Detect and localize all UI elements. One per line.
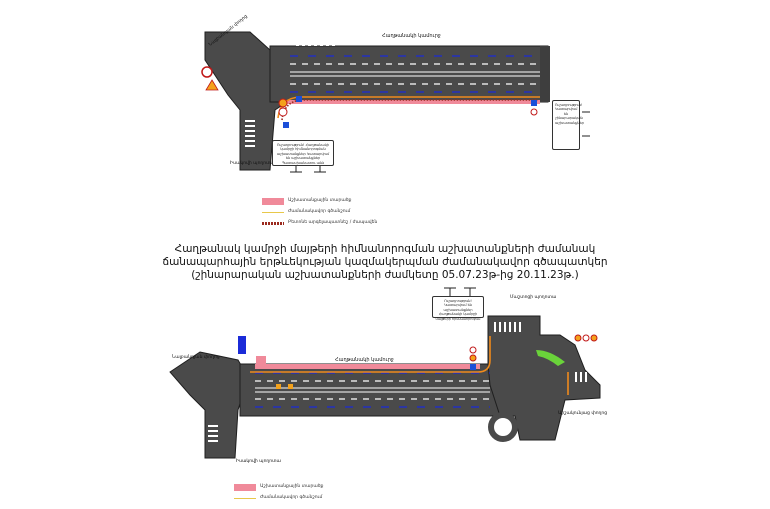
- bottom-street-lower-left: Իսակովի պողոտա: [236, 458, 281, 464]
- legend-swatch-area: [262, 198, 284, 205]
- legend-label: Աշխատանքային տարածք: [288, 198, 352, 203]
- legend-label: Աշխատանքային տարածք: [260, 484, 324, 489]
- top-note-posts: [290, 111, 590, 173]
- bottom-lane-markings: [255, 372, 490, 408]
- legend-swatch-dots: [262, 222, 284, 225]
- top-crosswalk-upper: [296, 38, 335, 46]
- title-line-3: (շինարարական աշխատանքների ժամկետը 05.07.…: [191, 269, 579, 281]
- bottom-street-upper-right: Մաշտոցի պողոտա: [510, 294, 556, 300]
- bottom-work-area: [255, 364, 480, 369]
- top-lane-markings: [290, 55, 540, 93]
- legend-swatch-area: [234, 484, 256, 491]
- bottom-green-island: [536, 350, 565, 366]
- legend-top-item-area: Աշխատանքային տարածք: [262, 198, 432, 208]
- bottom-loop-ramp: [488, 412, 518, 442]
- bottom-note-posts: [444, 287, 476, 296]
- top-bridge-deck: [269, 45, 549, 103]
- legend-bottom-item-line: Ժամանակավոր գծանշում: [234, 495, 404, 505]
- legend-swatch-line: [234, 498, 256, 499]
- legend-top-item-dots: Բետոնե արգելապատնեշ / ժապավեն: [262, 220, 432, 230]
- bottom-left-junction: [169, 351, 246, 459]
- legend-bottom-item-area: Աշխատանքային տարածք: [234, 484, 404, 494]
- top-street-lower-left: Իսակովի պողոտա: [230, 160, 275, 166]
- bottom-bridge-label: Հաղթանակի կամուրջ: [335, 357, 394, 363]
- top-signs-left: [201, 66, 302, 128]
- legend-top-item-line: Ժամանակավոր գծանշում: [262, 209, 432, 219]
- top-signs-right: [530, 100, 538, 116]
- bottom-right-junction: [487, 315, 601, 441]
- top-work-area: [283, 100, 540, 104]
- bottom-signs: [238, 334, 598, 389]
- bottom-note-top: Ուշադրություն! Կատարվում են աշխատանքներ …: [432, 296, 484, 321]
- bottom-street-lower-right: Արշակունյաց փողոց: [558, 410, 607, 416]
- legend-swatch-line: [262, 212, 284, 213]
- scheme-title: Հաղթանակ կամրջի մայթերի հիմնանորոգման աշ…: [150, 243, 620, 282]
- top-plan: Հաղթանակի կամուրջ Նալբանդյան փողոց Իսակո…: [201, 13, 590, 173]
- legend-label: Բետոնե արգելապատնեշ / ժապավեն: [288, 220, 378, 225]
- bottom-street-upper-left: Նալբանդյան փողոց: [172, 354, 220, 360]
- top-note-right: Ուշադրություն! Կատարվում են շինարարական …: [552, 100, 584, 150]
- title-line-1: Հաղթանակ կամրջի մայթերի հիմնանորոգման աշ…: [174, 243, 596, 255]
- legend-top: Աշխատանքային տարածք Ժամանակավոր գծանշում…: [262, 198, 442, 234]
- legend-label: Ժամանակավոր գծանշում: [288, 209, 351, 214]
- title-line-2: ճանապարհային երթևեկության կազմակերպման ժ…: [162, 256, 608, 268]
- bottom-crosswalks: [208, 322, 587, 442]
- legend-label: Ժամանակավոր գծանշում: [260, 495, 323, 500]
- bottom-orange-line: [250, 336, 491, 373]
- top-crosswalk-left: [245, 120, 255, 147]
- top-bridge-end: [540, 46, 550, 102]
- bottom-work-area-box: [256, 356, 266, 366]
- top-bridge-label: Հաղթանակի կամուրջ: [382, 33, 441, 39]
- top-note-left: Ուշադրություն! Հաղթանակի կամրջի հիմնանոր…: [272, 140, 334, 166]
- bottom-plan: Հաղթանակի կամուրջ Նալբանդյան փողոց Իսակո…: [169, 287, 607, 464]
- legend-bottom: Աշխատանքային տարածք Ժամանակավոր գծանշում: [234, 484, 414, 506]
